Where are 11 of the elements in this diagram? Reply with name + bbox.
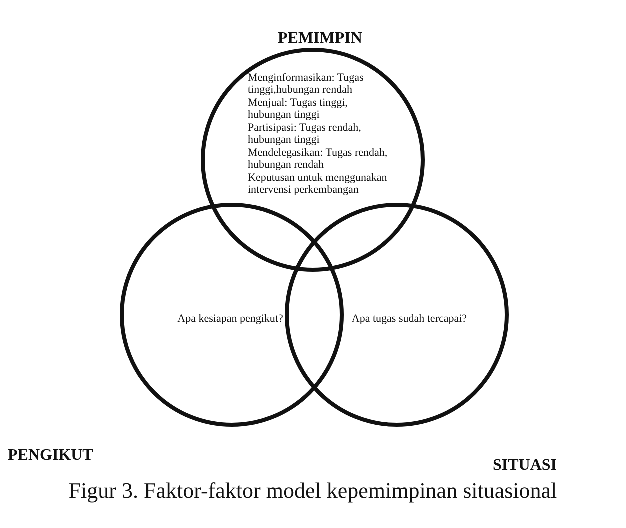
circle-text: Keputusan untuk menggunakan intervensi perkembangan	[248, 172, 388, 197]
circle-heading: PEMIMPIN	[278, 30, 362, 48]
figure-caption: Figur 3. Faktor-faktor model kepemimpinan situasional	[68, 478, 558, 504]
circle-heading: PENGIKUT	[8, 447, 94, 465]
circle-text: Mendelegasikan: Tugas rendah, hubungan rendah	[248, 147, 388, 172]
circle-text: Apa kesiapan pengikut?	[176, 313, 284, 326]
circle-text: Apa tugas sudah tercapai?	[350, 313, 468, 326]
circle-text: Menginformasikan: Tugas tinggi,hubungan rendah	[248, 72, 365, 97]
circle-text: Partisipasi: Tugas rendah, hubungan tinggi	[248, 122, 362, 147]
circle-heading: SITUASI	[493, 457, 558, 475]
circle-text: Menjual: Tugas tinggi, hubungan tinggi	[248, 97, 349, 122]
